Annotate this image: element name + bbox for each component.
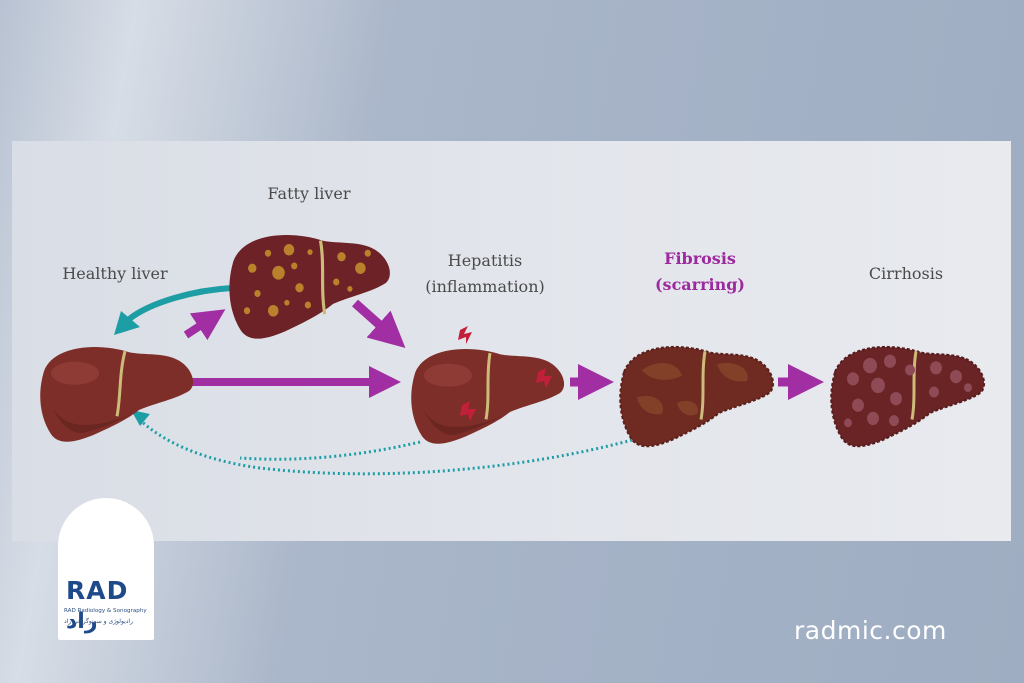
label-hepatitis: Hepatitis (inflammation) bbox=[410, 248, 560, 300]
label-fibrosis-line1: Fibrosis bbox=[664, 249, 736, 268]
reversal-solid-arrowhead bbox=[114, 311, 140, 335]
label-fatty-liver: Fatty liver bbox=[267, 184, 351, 203]
logo-wordmark-persian: راد bbox=[66, 609, 98, 634]
hepatitis-liver bbox=[411, 349, 565, 444]
fatty-liver bbox=[229, 234, 390, 339]
label-fibrosis: Fibrosis (scarring) bbox=[630, 246, 770, 298]
reversal-dotted-arrow bbox=[136, 416, 633, 476]
reversal-dotted-branch bbox=[239, 440, 421, 461]
label-fibrosis-line2: (scarring) bbox=[654, 275, 745, 294]
label-healthy-liver: Healthy liver bbox=[62, 264, 168, 283]
logo-wordmark-latin: RAD bbox=[66, 576, 129, 605]
label-hepatitis-line1: Hepatitis bbox=[447, 251, 523, 270]
cirrhosis-liver bbox=[830, 345, 986, 448]
arrow-fatty-to-hepatitis bbox=[352, 299, 406, 348]
inflammation-marks bbox=[458, 326, 552, 421]
healthy-liver bbox=[40, 347, 194, 442]
fibrosis-liver bbox=[619, 345, 775, 448]
website-url: radmic.com bbox=[794, 616, 947, 645]
logo-subtitle: RAD Radiology & Sonography bbox=[64, 608, 147, 614]
arrow-healthy-to-fatty bbox=[183, 309, 226, 341]
reversal-solid-arrow bbox=[126, 285, 233, 323]
logo-subtitle-persian: رادیولوژی و سونوگرافی راد bbox=[64, 618, 133, 625]
reversal-dotted-arrowhead bbox=[131, 410, 150, 426]
label-hepatitis-line2: (inflammation) bbox=[425, 277, 545, 296]
diagram-panel bbox=[12, 141, 1011, 541]
logo-card: RAD راد RAD Radiology & Sonography رادیو… bbox=[58, 498, 154, 640]
logo-wordmark: RAD راد bbox=[66, 576, 154, 634]
label-cirrhosis: Cirrhosis bbox=[868, 264, 944, 283]
